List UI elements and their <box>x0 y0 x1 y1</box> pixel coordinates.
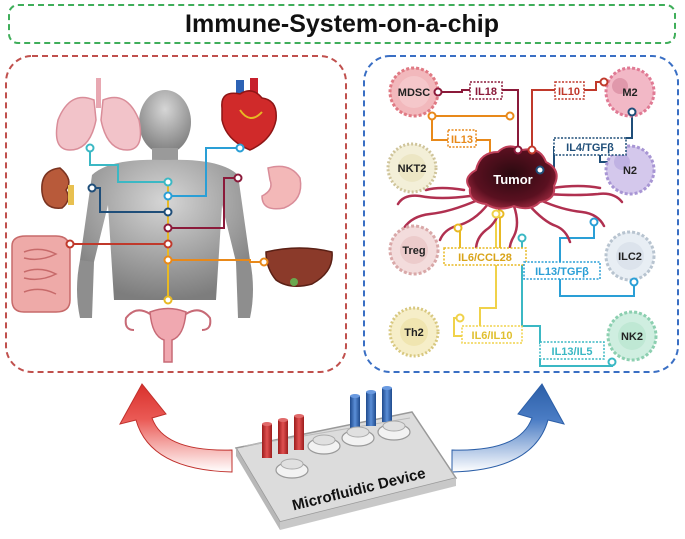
cytokine-il6-ccl28: IL6/CCL28 <box>443 247 527 266</box>
right-connector-nodes <box>427 77 639 367</box>
cell-nkt2-label: NKT2 <box>398 163 427 175</box>
tumor-icon: Tumor <box>466 145 558 210</box>
cell-nk2-label: NK2 <box>621 331 643 343</box>
cell-m2-label: M2 <box>622 87 637 99</box>
uterus-icon <box>124 307 212 363</box>
stomach-icon <box>261 165 302 210</box>
cytokine-il6-il10-label: IL6/IL10 <box>472 330 513 342</box>
cell-mdsc: MDSC <box>388 66 440 118</box>
cell-nkt2: NKT2 <box>386 142 438 194</box>
cell-th2: Th2 <box>388 306 440 358</box>
tumor-label: Tumor <box>493 172 532 187</box>
cytokine-il13-tgfb-label: IL13/TGFβ <box>535 266 589 278</box>
cytokine-il10: IL10 <box>554 81 585 100</box>
cytokine-il6-ccl28-label: IL6/CCL28 <box>458 252 512 264</box>
cell-mdsc-label: MDSC <box>398 87 430 99</box>
cytokine-il13-il5-label: IL13/IL5 <box>552 346 593 358</box>
blue-arrow-icon <box>451 383 565 473</box>
cytokine-il13-tgfb: IL13/TGFβ <box>523 261 601 280</box>
left-panel <box>5 55 347 373</box>
cell-treg-label: Treg <box>402 245 425 257</box>
cytokine-il4-tgfb-label: IL4/TGFβ <box>566 142 614 154</box>
cytokine-il13: IL13 <box>447 129 477 148</box>
intestine-icon <box>11 235 71 313</box>
cytokine-il18-label: IL18 <box>475 86 497 98</box>
right-panel <box>363 55 679 373</box>
heart-icon <box>221 78 277 151</box>
left-connector-nodes <box>65 143 269 305</box>
cell-ilc2: ILC2 <box>604 230 656 282</box>
cytokine-il13-il5: IL13/IL5 <box>539 341 605 360</box>
cytokine-il6-il10: IL6/IL10 <box>461 325 523 344</box>
microfluidic-device-icon: Microfluidic Device <box>234 386 458 530</box>
cell-treg: Treg <box>388 224 440 276</box>
lungs-icon <box>55 78 142 151</box>
cytokine-il18: IL18 <box>469 81 503 100</box>
cell-m2: M2 <box>604 66 656 118</box>
red-arrow-icon <box>119 383 233 473</box>
cytokine-il13-label: IL13 <box>451 134 473 146</box>
cytokine-il10-label: IL10 <box>558 86 580 98</box>
kidney-icon <box>41 167 74 209</box>
cell-n2: N2 <box>604 144 656 196</box>
cell-th2-label: Th2 <box>404 327 424 339</box>
cell-nk2: NK2 <box>606 310 658 362</box>
cytokine-il4-tgfb: IL4/TGFβ <box>553 137 627 156</box>
cell-n2-label: N2 <box>623 165 637 177</box>
title-box: Immune-System-on-a-chip <box>8 4 676 44</box>
cell-ilc2-label: ILC2 <box>618 251 642 263</box>
liver-icon <box>265 247 333 287</box>
figure-title: Immune-System-on-a-chip <box>185 9 499 38</box>
